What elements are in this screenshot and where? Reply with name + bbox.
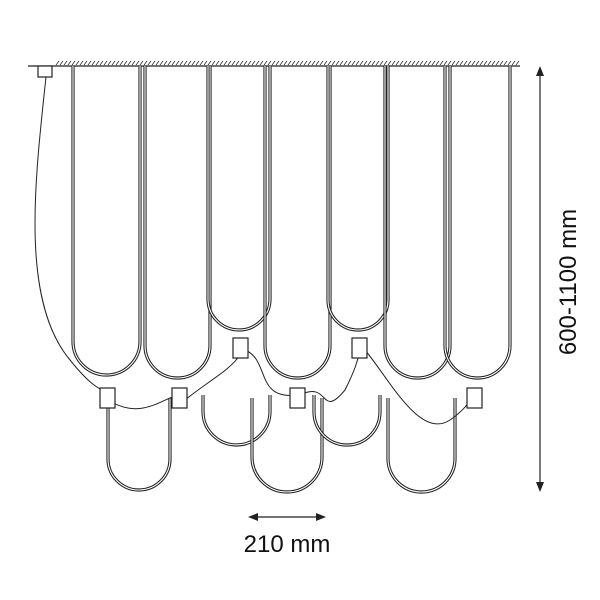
arrow-down-icon bbox=[536, 482, 544, 492]
main-cable bbox=[34, 76, 109, 393]
upper-loops bbox=[71, 66, 512, 380]
tube-loop bbox=[143, 66, 212, 380]
height-dimension: 600-1100 mm bbox=[536, 66, 582, 492]
lamp-socket bbox=[466, 387, 483, 409]
sockets bbox=[99, 337, 483, 409]
height-label: 600-1100 mm bbox=[555, 209, 582, 355]
tube-loop bbox=[383, 66, 452, 380]
tube-loop bbox=[263, 66, 332, 380]
tube-loop bbox=[312, 395, 382, 447]
arrow-right-icon bbox=[316, 513, 326, 521]
cables bbox=[34, 76, 476, 425]
tube-loop bbox=[201, 395, 272, 447]
ceiling-canopy bbox=[37, 65, 53, 78]
arrow-up-icon bbox=[536, 66, 544, 76]
width-dimension: 210 mm bbox=[244, 513, 331, 558]
lower-loops bbox=[106, 395, 457, 494]
lamp-socket bbox=[232, 337, 249, 359]
tube-loop bbox=[326, 66, 390, 332]
tube-loop bbox=[443, 66, 512, 380]
tube-loop bbox=[250, 398, 324, 494]
lamp-socket bbox=[289, 387, 306, 409]
width-label: 210 mm bbox=[244, 531, 331, 558]
ceiling bbox=[28, 60, 520, 67]
arrow-left-icon bbox=[248, 513, 258, 521]
tube-loop bbox=[206, 66, 272, 332]
cable bbox=[244, 349, 298, 396]
cable bbox=[184, 354, 241, 401]
cable bbox=[107, 394, 179, 410]
cable bbox=[299, 349, 361, 402]
lamp-socket bbox=[351, 337, 368, 359]
lamp-socket bbox=[171, 387, 188, 409]
lamp-socket bbox=[99, 387, 116, 409]
tube-loop bbox=[71, 66, 142, 377]
tube-loop bbox=[386, 398, 457, 494]
tube-loop bbox=[106, 398, 172, 492]
